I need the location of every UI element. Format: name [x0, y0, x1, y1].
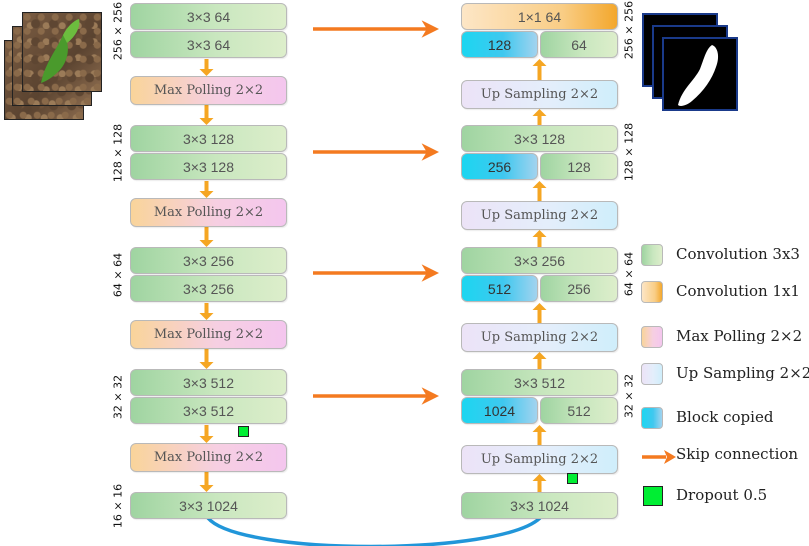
encoder-maxpool-2: Max Polling 2×2 [130, 198, 287, 227]
encoder-dim-label-4: 32 × 32 [111, 374, 125, 419]
output-mask-3 [662, 37, 738, 111]
encoder-conv-2-1: 3×3 128 [130, 125, 287, 152]
encoder-conv-2-2: 3×3 128 [130, 153, 287, 180]
decoder-dim-label-2: 128 × 128 [622, 122, 636, 182]
legend-swatch-conv1 [641, 281, 663, 303]
decoder-conv-2: 3×3 128 [461, 125, 618, 152]
decoder-arrow-from-up-2-head [532, 181, 547, 188]
decoder-copied-block-1: 128 [461, 31, 538, 58]
decoder-conv-4: 3×3 512 [461, 369, 618, 396]
encoder-arrow-to-pool-4-head [199, 436, 214, 443]
decoder-upsampling-4: Up Sampling 2×2 [461, 445, 618, 474]
decoder-arrow-to-up-3-head [532, 352, 547, 359]
encoder-arrow-to-pool-1-head [199, 69, 214, 76]
encoder-arrow-from-pool-2-head [199, 240, 214, 247]
legend-swatch-pool [641, 326, 663, 348]
decoder-copied-block-4: 1024 [461, 397, 538, 424]
encoder-conv-3-1: 3×3 256 [130, 247, 287, 274]
decoder-copied-block-3: 512 [461, 275, 538, 302]
seedling-leaf-icon [41, 19, 80, 83]
decoder-conv1x1: 1×1 64 [461, 3, 618, 30]
decoder-upsampling-3: Up Sampling 2×2 [461, 323, 618, 352]
encoder-arrow-from-pool-4-head [199, 485, 214, 492]
decoder-dim-label-1: 256 × 256 [622, 0, 636, 60]
legend-label-conv1: Convolution 1x1 [676, 282, 800, 300]
bottleneck-connection-curve [206, 516, 542, 546]
decoder-dim-label-4: 32 × 32 [622, 373, 636, 419]
encoder-conv-1-2: 3×3 64 [130, 31, 287, 58]
encoder-dim-label-5: 16 × 16 [111, 483, 125, 528]
legend-label-pool: Max Polling 2×2 [676, 327, 803, 345]
encoder-arrow-from-pool-3-head [199, 362, 214, 369]
encoder-dim-label-1: 256 × 256 [111, 1, 125, 60]
segmentation-mask-icon [678, 45, 719, 106]
decoder-upsampling-2: Up Sampling 2×2 [461, 201, 618, 230]
legend-skip-arrow-icon [642, 450, 676, 464]
decoder-upsampling-1: Up Sampling 2×2 [461, 80, 618, 109]
legend-label-conv3: Convolution 3x3 [676, 245, 800, 263]
legend-swatch-conv3 [641, 244, 663, 266]
legend-label-copy: Block copied [676, 408, 774, 426]
encoder-conv-3-2: 3×3 256 [130, 275, 287, 302]
encoder-conv-5-1: 3×3 1024 [130, 492, 287, 519]
encoder-arrow-from-pool-1-head [199, 118, 214, 125]
decoder-own-block-1: 64 [540, 31, 618, 58]
encoder-dim-label-3: 64 × 64 [111, 252, 125, 297]
decoder-own-block-3: 256 [540, 275, 618, 302]
encoder-conv-4-1: 3×3 512 [130, 369, 287, 396]
encoder-maxpool-4: Max Polling 2×2 [130, 443, 287, 472]
encoder-dropout-marker [238, 426, 249, 437]
decoder-arrow-to-up-1-head [532, 109, 547, 116]
legend-label-up: Up Sampling 2×2 [676, 364, 809, 382]
legend-swatch-up [641, 363, 663, 385]
decoder-conv-3: 3×3 256 [461, 247, 618, 274]
decoder-arrow-from-up-1-head [532, 59, 547, 66]
decoder-dim-label-3: 64 × 64 [622, 251, 636, 297]
encoder-arrow-to-pool-3-head [199, 313, 214, 320]
decoder-arrow-from-up-4-head [532, 425, 547, 432]
legend-label-dropout: Dropout 0.5 [676, 486, 768, 504]
encoder-maxpool-3: Max Polling 2×2 [130, 320, 287, 349]
decoder-arrow-to-up-2-head [532, 230, 547, 237]
decoder-dropout-marker [567, 473, 578, 484]
legend-label-skip: Skip connection [676, 445, 799, 463]
encoder-arrow-to-pool-2-head [199, 191, 214, 198]
encoder-conv-1-1: 3×3 64 [130, 3, 287, 30]
encoder-maxpool-1: Max Polling 2×2 [130, 76, 287, 105]
legend-swatch-copy [641, 407, 663, 429]
input-image-3 [22, 12, 102, 92]
decoder-arrow-to-up-4-head [532, 474, 547, 481]
decoder-arrow-from-up-3-head [532, 303, 547, 310]
legend-dropout-swatch [643, 486, 663, 506]
encoder-dim-label-2: 128 × 128 [111, 123, 125, 182]
decoder-copied-block-2: 256 [461, 153, 538, 180]
decoder-own-block-4: 512 [540, 397, 618, 424]
decoder-own-block-2: 128 [540, 153, 618, 180]
encoder-conv-4-2: 3×3 512 [130, 397, 287, 424]
decoder-conv-1024: 3×3 1024 [461, 492, 618, 519]
